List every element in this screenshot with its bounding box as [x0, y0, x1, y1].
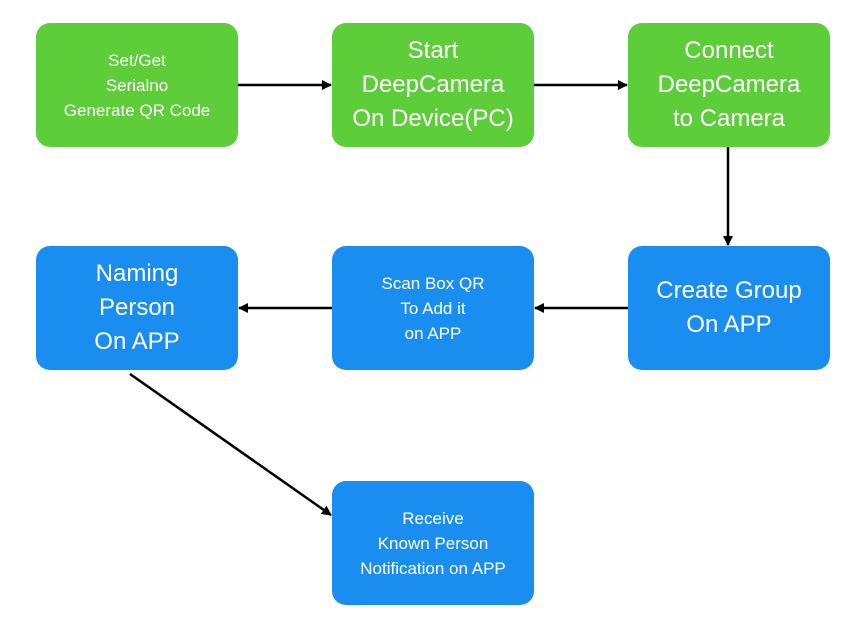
node-naming-person-label: Naming Person On APP — [94, 260, 180, 355]
node-connect-deepcamera-label: Connect DeepCamera to Camera — [657, 37, 801, 132]
node-create-group-label: Create Group On APP — [656, 277, 802, 338]
node-naming-person: Naming Person On APP — [36, 246, 238, 370]
node-set-get-serialno: Set/Get Serialno Generate QR Code — [36, 23, 238, 147]
node-start-deepcamera: Start DeepCamera On Device(PC) — [332, 23, 534, 147]
node-receive-notification-label: Receive Known Person Notification on APP — [360, 508, 506, 578]
node-scan-box-qr: Scan Box QR To Add it on APP — [332, 246, 534, 370]
node-connect-deepcamera: Connect DeepCamera to Camera — [628, 23, 830, 147]
arrow-naming-to-receive — [129, 372, 332, 517]
node-set-get-serialno-label: Set/Get Serialno Generate QR Code — [63, 50, 211, 120]
node-start-deepcamera-label: Start DeepCamera On Device(PC) — [352, 37, 514, 132]
node-receive-notification: Receive Known Person Notification on APP — [332, 481, 534, 605]
node-scan-box-qr-label: Scan Box QR To Add it on APP — [381, 273, 485, 343]
node-create-group: Create Group On APP — [628, 246, 830, 370]
